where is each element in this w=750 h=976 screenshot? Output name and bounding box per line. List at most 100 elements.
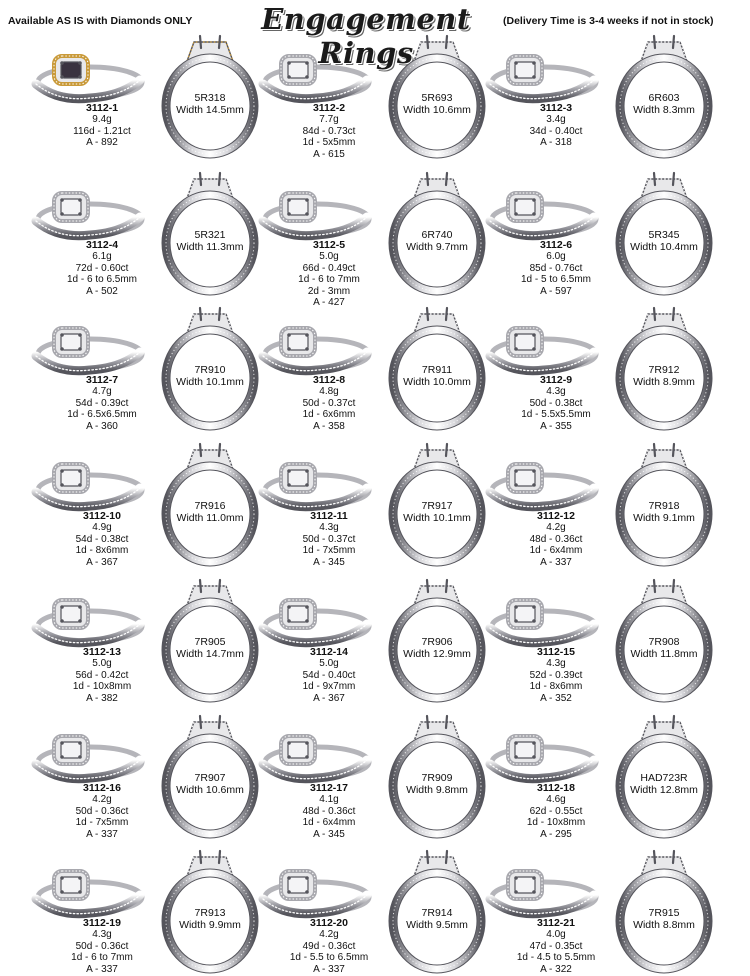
band-code: 7R914 (421, 907, 453, 919)
ring-diamonds: 56d - 0.42ct (75, 669, 129, 681)
band-code: 6R603 (648, 92, 680, 104)
band-width: Width 14.7mm (176, 648, 244, 660)
band-code: 7R913 (194, 907, 226, 919)
band-code: 7R908 (648, 636, 680, 648)
band-code: 7R912 (648, 364, 680, 376)
band-width: Width 8.8mm (633, 919, 695, 931)
ring-photo (255, 454, 373, 512)
band-width: Width 9.1mm (633, 512, 695, 524)
ring-photo (28, 590, 146, 648)
ring-price: A - 337 (313, 963, 345, 975)
ring-photo (28, 726, 146, 784)
ring-diamonds: 54d - 0.39ct (75, 397, 129, 409)
band-width: Width 8.3mm (633, 104, 695, 116)
ring-weight: 4.3g (546, 658, 566, 670)
band-code: 5R318 (194, 92, 226, 104)
ring-weight: 4.7g (92, 386, 112, 398)
ring-price: A - 382 (86, 692, 118, 704)
ring-code: 3112-5 (312, 239, 346, 251)
ring-weight: 4.2g (319, 929, 339, 941)
ring-price: A - 367 (86, 556, 118, 568)
band-code: 7R918 (648, 500, 680, 512)
ring-diamonds: 62d - 0.55ct (529, 805, 583, 817)
ring-photo (482, 183, 600, 241)
band-width: Width 8.9mm (633, 376, 695, 388)
ring-weight: 4.1g (319, 794, 339, 806)
ring-price: A - 322 (540, 963, 572, 975)
ring-center-stone: 1d - 7x5mm (302, 545, 356, 557)
ring-weight: 4.2g (546, 522, 566, 534)
ring-diamonds: 72d - 0.60ct (75, 262, 129, 274)
ring-diamonds: 54d - 0.38ct (75, 533, 129, 545)
ring-photo (28, 454, 146, 512)
ring-photo (28, 861, 146, 919)
band-code: 7R917 (421, 500, 453, 512)
band-code: 7R911 (421, 364, 453, 376)
ring-code: 3112-12 (537, 510, 575, 522)
band-code: 5R693 (421, 92, 453, 104)
ring-photo (482, 590, 600, 648)
ring-diamonds: 84d - 0.73ct (302, 125, 356, 137)
ring-weight: 4.0g (546, 929, 566, 941)
ring-diamonds: 49d - 0.36ct (302, 940, 356, 952)
ring-code: 3112-9 (539, 374, 573, 386)
ring-photo (255, 46, 373, 104)
ring-price: A - 337 (86, 963, 118, 975)
ring-price: A - 367 (313, 692, 345, 704)
ring-code: 3112-14 (310, 646, 348, 658)
ring-price: A - 502 (86, 285, 118, 297)
ring-price: A - 337 (86, 828, 118, 840)
band-width: Width 11.8mm (630, 648, 698, 660)
ring-center-stone: 1d - 6x6mm (302, 409, 356, 421)
ring-diamonds: 50d - 0.37ct (302, 397, 356, 409)
ring-photo (28, 183, 146, 241)
band-width: Width 11.3mm (176, 241, 244, 253)
ring-center-stone: 1d - 7x5mm (75, 817, 129, 829)
ring-center-stone: 1d - 8x6mm (529, 681, 583, 693)
ring-price: A - 892 (86, 137, 118, 149)
band-code: 7R910 (194, 364, 226, 376)
ring-diamonds: 50d - 0.36ct (75, 940, 129, 952)
availability-note: Available AS IS with Diamonds ONLY (8, 15, 193, 27)
band-width: Width 10.1mm (176, 376, 244, 388)
